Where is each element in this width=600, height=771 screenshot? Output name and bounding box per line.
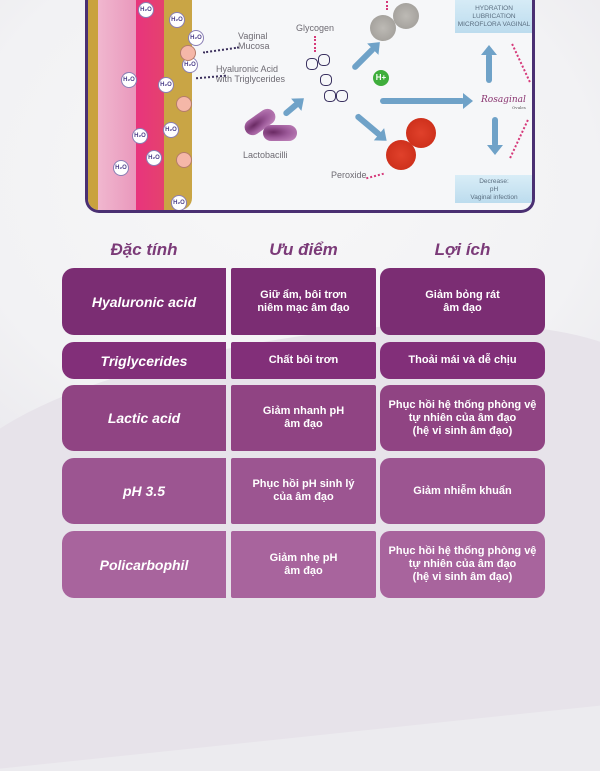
glycogen-pointer-arrow bbox=[314, 36, 316, 52]
lactic-acid-molecule-icon bbox=[393, 3, 419, 29]
h-plus-ion-icon: H+ bbox=[373, 70, 389, 86]
cell-benefit: Phục hồi hệ thống phòng vệ tự nhiên của … bbox=[380, 531, 545, 598]
arrow-to-lactic-acid bbox=[350, 45, 377, 72]
label-hyaluronic-acid: Hyaluronic Acid with Triglycerides bbox=[216, 64, 285, 84]
cell-advantage: Phục hồi pH sinh lý của âm đạo bbox=[231, 458, 376, 524]
water-molecule-icon: H₂O bbox=[138, 2, 154, 18]
cell-property: Policarbophil bbox=[62, 531, 226, 598]
cell-line: của âm đạo bbox=[273, 491, 334, 503]
mucosa-cell-icon bbox=[176, 96, 192, 112]
water-molecule-icon: H₂O bbox=[171, 195, 187, 210]
glycogen-molecule-icon bbox=[306, 58, 318, 70]
cell-property: pH 3.5 bbox=[62, 458, 226, 524]
increase-box: HYDRATION LUBRICATION MICROFLORA VAGINAL bbox=[455, 0, 532, 33]
dotted-arrow-decrease bbox=[509, 119, 529, 159]
header-benefit: Lợi ích bbox=[434, 240, 491, 259]
cell-line: âm đạo bbox=[284, 564, 323, 577]
lactobacillus-icon bbox=[263, 125, 297, 141]
header-property: Đặc tính bbox=[110, 240, 178, 259]
cell-advantage: Giảm nhẹ pH âm đạo bbox=[231, 531, 376, 598]
cell-benefit: Thoải mái và dễ chịu bbox=[380, 342, 545, 379]
cell-property: Hyaluronic acid bbox=[62, 268, 226, 335]
brand-name: Rosaginal bbox=[481, 95, 526, 105]
cell-line: niêm mạc âm đạo bbox=[257, 301, 350, 314]
water-molecule-icon: H₂O bbox=[132, 128, 148, 144]
water-molecule-icon: H₂O bbox=[158, 77, 174, 93]
increase-item: LUBRICATION bbox=[472, 13, 516, 20]
mechanism-diagram: H₂O H₂O H₂O H₂O H₂O H₂O H₂O H₂O H₂O H₂O … bbox=[85, 0, 535, 213]
water-molecule-icon: H₂O bbox=[121, 72, 137, 88]
glycogen-molecule-icon bbox=[324, 90, 336, 102]
tissue-layer-pink bbox=[98, 0, 138, 210]
arrow-to-rosaginal bbox=[380, 93, 473, 109]
cell-line: Thoải mái và dễ chịu bbox=[408, 354, 517, 366]
cell-benefit: Giảm nhiễm khuẩn bbox=[380, 458, 545, 524]
peroxide-pointer-arrow bbox=[366, 172, 384, 180]
label-line: with Triglycerides bbox=[216, 74, 286, 84]
cell-benefit: Phục hồi hệ thống phòng vệ tự nhiên của … bbox=[380, 385, 545, 451]
cell-property: Triglycerides bbox=[62, 342, 226, 379]
mucosa-cell-icon bbox=[176, 152, 192, 168]
water-molecule-icon: H₂O bbox=[146, 150, 162, 166]
label-line: Vaginal bbox=[238, 31, 268, 41]
cell-line: (hệ vi sinh âm đạo) bbox=[412, 424, 513, 437]
label-lactobacilli: Lactobacilli bbox=[243, 150, 288, 160]
arrow-up-increase bbox=[486, 53, 492, 83]
water-molecule-icon: H₂O bbox=[169, 12, 185, 28]
water-molecule-icon: H₂O bbox=[163, 122, 179, 138]
cell-line: Phục hồi pH sinh lý bbox=[252, 478, 355, 490]
cell-line: (hệ vi sinh âm đạo) bbox=[412, 571, 513, 583]
cell-property: Lactic acid bbox=[62, 385, 226, 451]
dotted-arrow-increase bbox=[511, 43, 531, 83]
cell-advantage: Chất bôi trơn bbox=[231, 342, 376, 379]
lactic-pointer-arrow bbox=[386, 0, 388, 10]
arrow-down-decrease bbox=[492, 117, 498, 147]
cell-line: Giảm nhẹ pH bbox=[269, 551, 338, 564]
label-peroxide: Peroxide bbox=[331, 170, 367, 180]
peroxide-molecule-icon bbox=[386, 140, 416, 170]
cell-line: Phục hồi hệ thống phòng vệ bbox=[388, 398, 537, 411]
cell-line: Giảm bỏng rát bbox=[425, 288, 500, 301]
label-line: Mucosa bbox=[238, 41, 270, 51]
cell-line: Giữ ẩm, bôi trơn bbox=[260, 288, 347, 301]
decrease-box: Decrease: pH Vaginal infection bbox=[455, 175, 532, 203]
label-line: Hyaluronic Acid bbox=[216, 64, 279, 74]
label-glycogen: Glycogen bbox=[296, 23, 335, 33]
increase-item: HYDRATION bbox=[475, 5, 513, 12]
tissue-layer-magenta bbox=[136, 0, 166, 210]
increase-item: MICROFLORA VAGINAL bbox=[457, 21, 531, 28]
cell-line: tự nhiên của âm đạo bbox=[408, 558, 517, 570]
water-molecule-icon: H₂O bbox=[113, 160, 129, 176]
vaginal-tissue-illustration: H₂O H₂O H₂O H₂O H₂O H₂O H₂O H₂O H₂O H₂O … bbox=[88, 0, 204, 210]
mucosa-cell-icon bbox=[180, 45, 196, 61]
lactic-acid-molecule-icon bbox=[370, 15, 396, 41]
header-advantage: Ưu điểm bbox=[269, 240, 338, 259]
decrease-title: Decrease: bbox=[479, 178, 509, 185]
decrease-item: Vaginal infection bbox=[470, 194, 518, 201]
glycogen-molecule-icon bbox=[320, 74, 332, 86]
decrease-item: pH bbox=[489, 186, 499, 193]
tissue-layer-outer bbox=[88, 0, 100, 210]
cell-line: Chất bôi trơn bbox=[268, 354, 339, 366]
cell-line: Giảm nhiễm khuẩn bbox=[413, 484, 512, 497]
glycogen-molecule-icon bbox=[318, 54, 330, 66]
label-vaginal-mucosa: Vaginal Mucosa bbox=[238, 31, 270, 51]
cell-line: Giảm nhanh pH bbox=[262, 405, 345, 417]
cell-advantage: Giảm nhanh pH âm đạo bbox=[231, 385, 376, 451]
glycogen-molecule-icon bbox=[336, 90, 348, 102]
water-molecule-icon: H₂O bbox=[188, 30, 204, 46]
cell-line: âm đạo bbox=[284, 418, 323, 430]
cell-advantage: Giữ ẩm, bôi trơn niêm mạc âm đạo bbox=[231, 268, 376, 335]
pointer-line bbox=[203, 46, 239, 54]
cell-benefit: Giảm bỏng rát âm đạo bbox=[380, 268, 545, 335]
arrow-to-peroxide bbox=[354, 112, 383, 138]
arrow-lactobacilli-to-glycogen bbox=[282, 101, 300, 118]
rosaginal-brand-logo: Rosaginal Ovules bbox=[481, 95, 526, 110]
cell-line: Phục hồi hệ thống phòng vệ bbox=[388, 545, 537, 557]
cell-line: tự nhiên của âm đạo bbox=[408, 411, 517, 424]
cell-line: âm đạo bbox=[443, 301, 482, 314]
brand-sub: Ovules bbox=[512, 105, 526, 110]
